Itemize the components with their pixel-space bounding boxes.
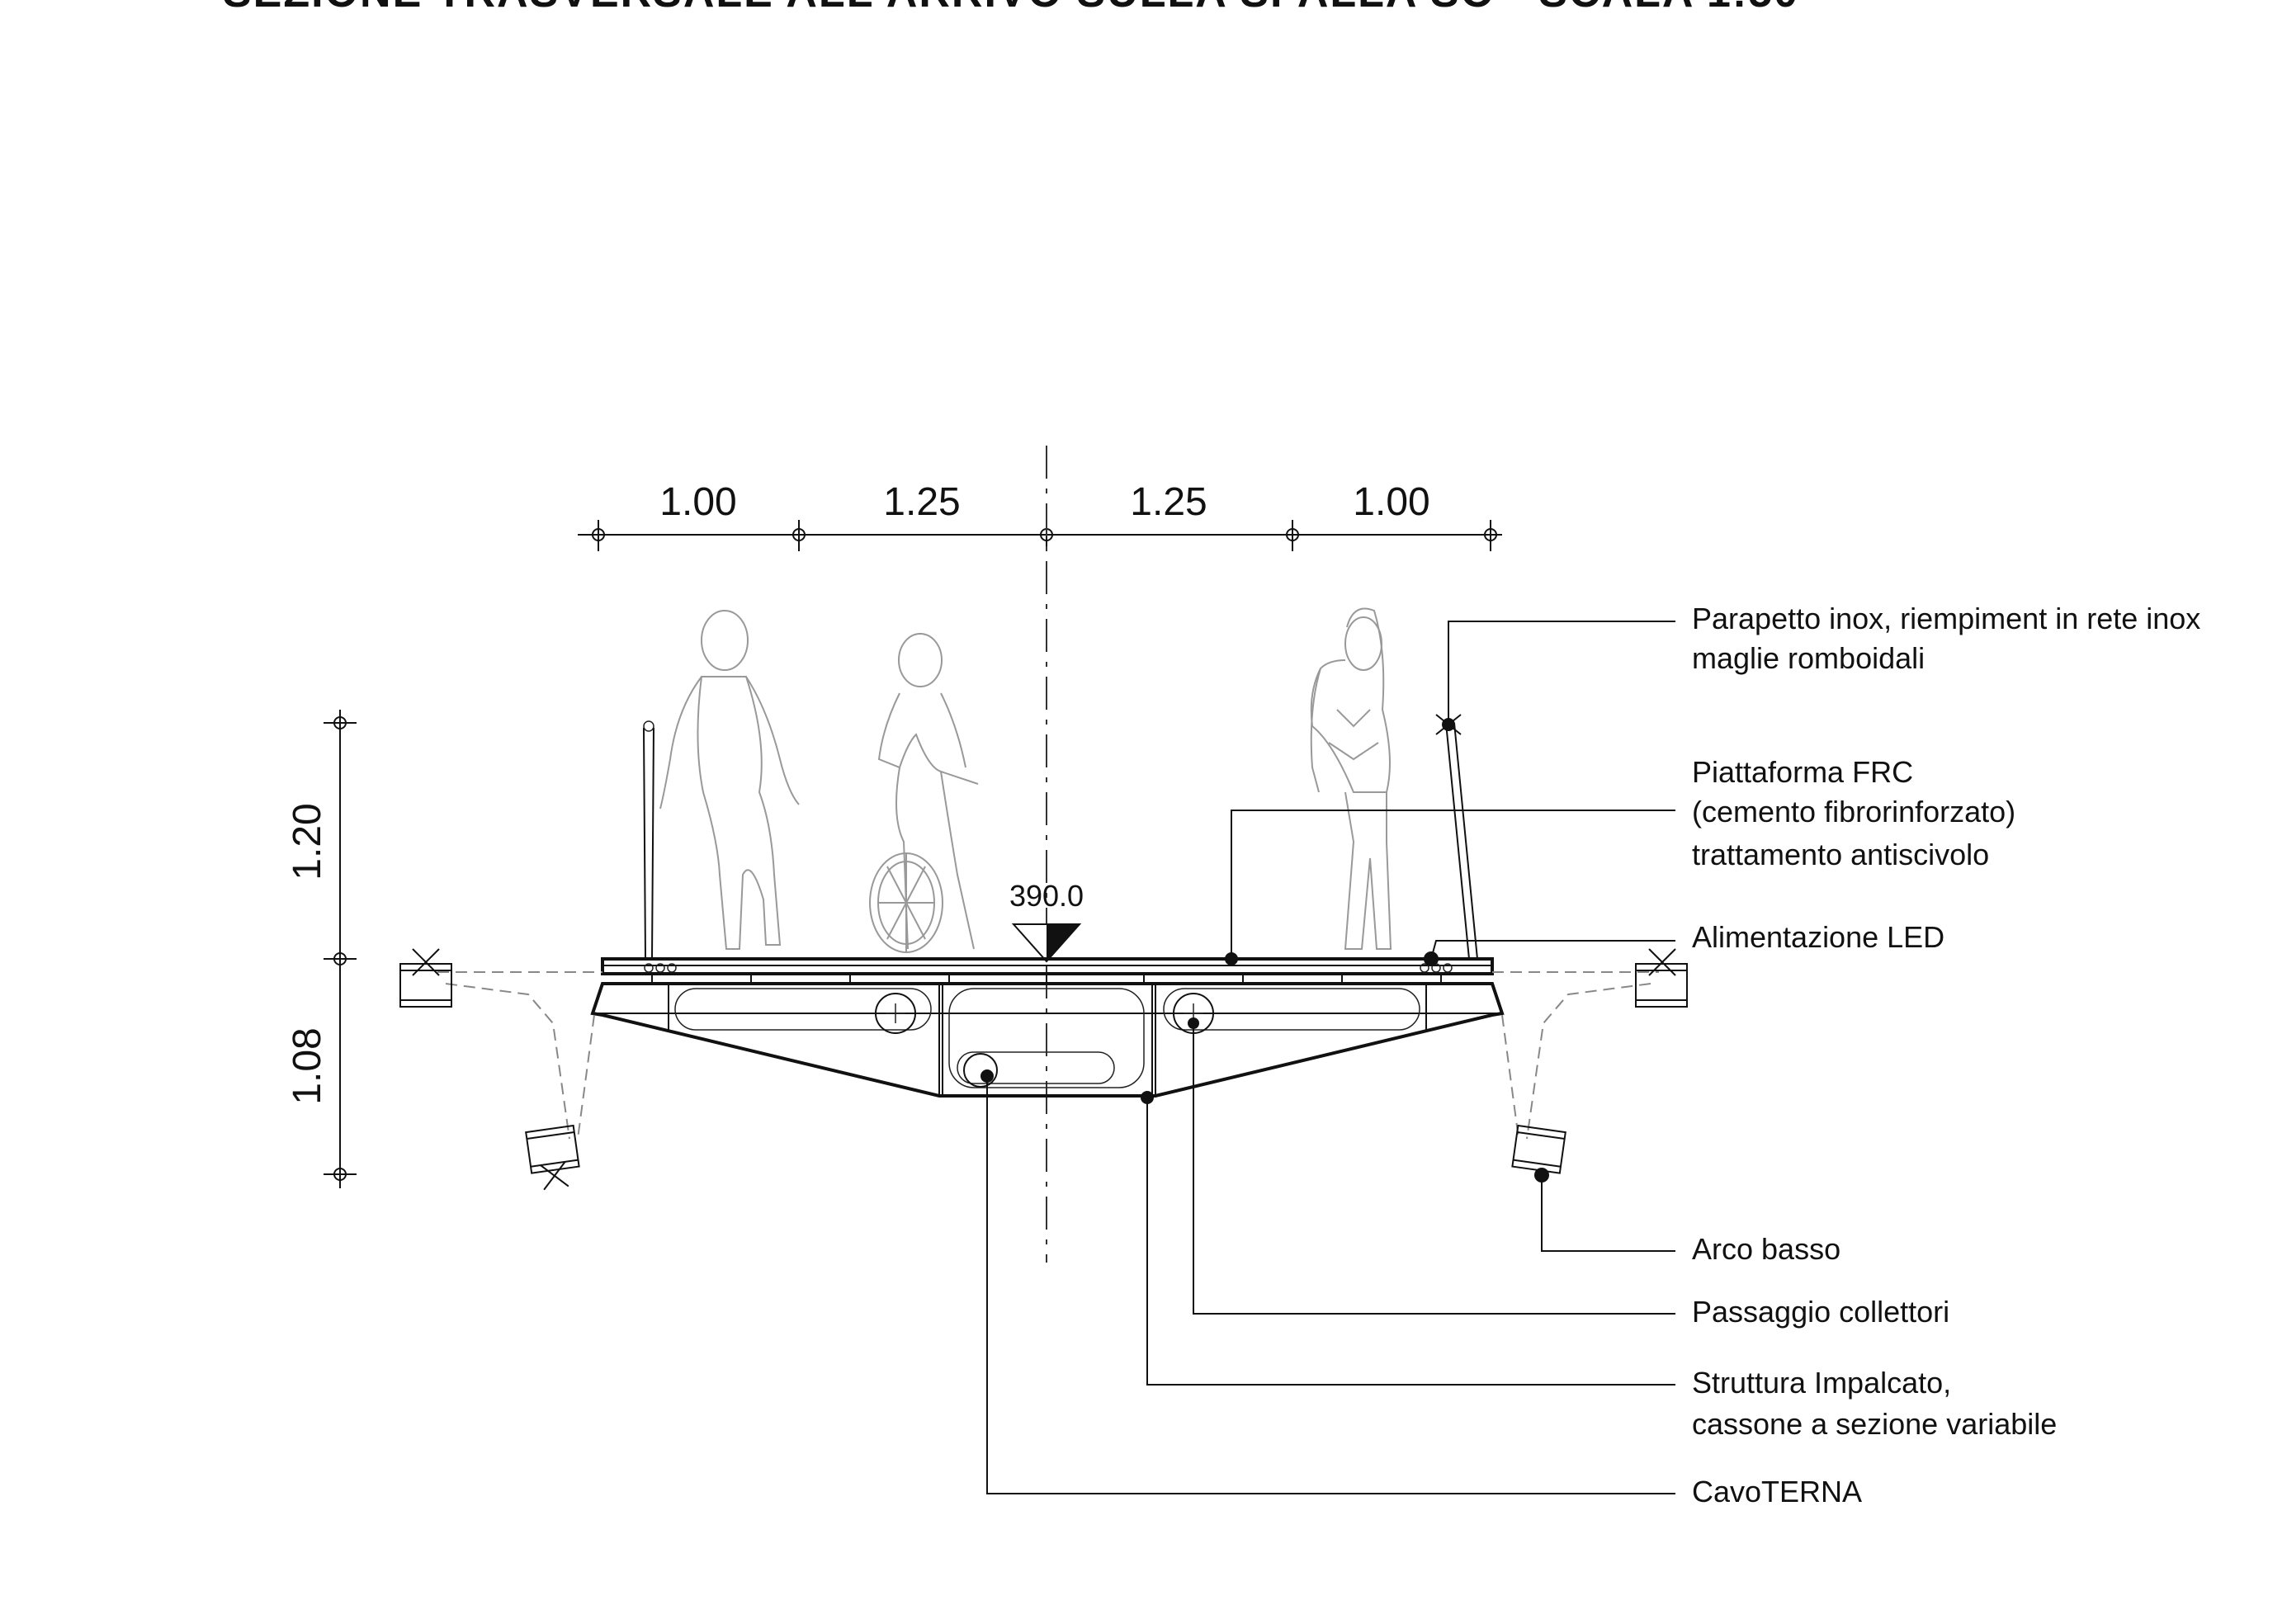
elevation-marker: 390.0 <box>1009 879 1084 963</box>
dimension-label-4: 1.00 <box>1353 480 1429 524</box>
dimension-height-2: 1.08 <box>286 1027 329 1104</box>
label-parapetto-2: maglie romboidali <box>1692 641 1925 675</box>
deck-structure <box>590 957 1505 1098</box>
label-passaggio: Passaggio collettori <box>1692 1295 1949 1329</box>
cyclist-silhouette <box>869 633 979 953</box>
label-arco: Arco basso <box>1692 1232 1840 1266</box>
horizontal-dimension-chain: 1.00 1.25 1.25 1.00 <box>578 480 1502 551</box>
parapets <box>643 720 1478 960</box>
vertical-dimension-chain: 1.20 1.08 <box>286 710 357 1188</box>
pedestrian-silhouette-right <box>1310 607 1392 950</box>
dimension-height-1: 1.20 <box>286 803 329 880</box>
label-piattaforma-3: trattamento antiscivolo <box>1692 838 1989 871</box>
label-struttura-1: Struttura Impalcato, <box>1692 1366 1951 1400</box>
callout-labels: Parapetto inox, riempiment in rete inox … <box>1692 602 2200 1508</box>
pedestrian-silhouette-left <box>659 610 800 950</box>
label-piattaforma-1: Piattaforma FRC <box>1692 755 1913 789</box>
label-piattaforma-2: (cemento fibrorinforzato) <box>1692 795 2015 829</box>
leader-lines <box>980 621 1675 1494</box>
drawing-title: SEZIONE TRASVERSALE ALL'ARRIVO SULLA SPA… <box>223 0 1799 17</box>
dimension-label-1: 1.00 <box>659 480 736 524</box>
label-struttura-2: cassone a sezione variabile <box>1692 1407 2057 1441</box>
elevation-value: 390.0 <box>1009 879 1084 913</box>
label-cavoterna: CavoTERNA <box>1692 1475 1862 1508</box>
side-brackets <box>399 948 1688 1191</box>
dimension-label-2: 1.25 <box>883 480 960 524</box>
label-alimentazione: Alimentazione LED <box>1692 920 1944 954</box>
label-parapetto-1: Parapetto inox, riempiment in rete inox <box>1692 602 2200 635</box>
dimension-label-3: 1.25 <box>1130 480 1207 524</box>
